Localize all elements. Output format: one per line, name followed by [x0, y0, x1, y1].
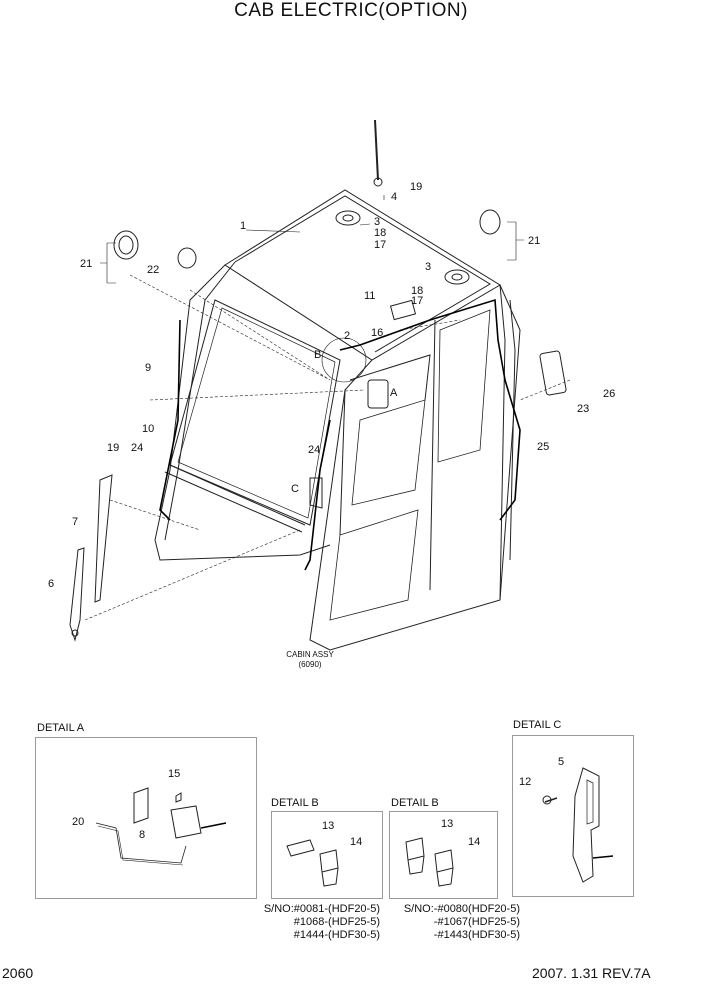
callout-9: 9	[145, 362, 152, 374]
callout-24a: 24	[131, 442, 144, 454]
callout-22: 22	[147, 264, 160, 276]
detail-c-callout-12: 12	[519, 776, 532, 788]
callout-10: 10	[142, 423, 155, 435]
callout-3b: 3	[425, 261, 432, 273]
revision-stamp: 2007. 1.31 REV.7A	[532, 965, 651, 981]
detail-a-callout-8: 8	[139, 829, 146, 841]
detail-c-drawing	[542, 767, 614, 883]
detail-b1-callout-14: 14	[350, 836, 363, 848]
callout-21b: 21	[528, 235, 541, 247]
speaker-left	[335, 210, 361, 226]
detail-c-box	[512, 735, 634, 897]
page-title: CAB ELECTRIC(OPTION)	[234, 0, 468, 21]
detail-b2-callout-14: 14	[468, 836, 481, 848]
detail-b1-serials: S/NO:#0081-(HDF20-5) #1068-(HDF25-5) #14…	[248, 903, 380, 942]
callout-11: 11	[364, 290, 376, 302]
side-lamp	[177, 247, 197, 269]
callout-17b: 17	[411, 295, 424, 307]
detail-b2-serials: S/NO:-#0080(HDF20-5) -#1067(HDF25-5) -#1…	[386, 903, 520, 942]
detail-b1-serial-3: #1444-(HDF30-5)	[293, 929, 380, 941]
wiper-blade	[94, 474, 113, 603]
callout-18b: 18	[411, 285, 424, 297]
cab-roof	[224, 189, 501, 361]
detail-c-title: DETAIL C	[513, 719, 562, 731]
detail-a-drawing	[95, 787, 227, 866]
detail-b1-callout-13: 13	[322, 820, 335, 832]
dome-lamp	[389, 299, 417, 321]
detail-b2-serial-1: S/NO:-#0080(HDF20-5)	[403, 903, 520, 915]
detail-b1-drawing	[286, 839, 339, 887]
callout-23: 23	[577, 403, 590, 415]
callout-2: 2	[344, 330, 351, 342]
cab-left-window	[169, 299, 341, 526]
callout-19a: 19	[410, 181, 423, 193]
callout-4: 4	[391, 191, 398, 203]
callout-6: 6	[48, 578, 55, 590]
detail-b2-title: DETAIL B	[391, 797, 439, 809]
detail-b2-callout-13: 13	[441, 818, 454, 830]
antenna	[374, 119, 379, 181]
speaker-right	[444, 269, 470, 285]
detail-ref-b: B	[314, 349, 322, 361]
callout-3a: 3	[374, 216, 381, 228]
cab-exploded-diagram	[69, 119, 571, 651]
detail-ref-c: C	[291, 483, 299, 495]
callout-18a: 18	[374, 227, 387, 239]
callout-19b: 19	[107, 442, 120, 454]
callout-16: 16	[371, 327, 384, 339]
detail-a-callout-20: 20	[72, 816, 85, 828]
callout-24b: 24	[308, 444, 321, 456]
cabin-caption: CABIN ASSY (6090)	[270, 650, 350, 670]
detail-b1-box	[271, 811, 383, 899]
detail-b2-box	[389, 811, 498, 899]
page-number: 2060	[2, 965, 34, 981]
callout-17a: 17	[374, 239, 387, 251]
detail-b2-drawing	[405, 837, 454, 887]
callout-26: 26	[603, 388, 616, 400]
detail-b1-title: DETAIL B	[271, 797, 319, 809]
work-lamp-left	[113, 230, 139, 260]
detail-a-title: DETAIL A	[37, 722, 85, 734]
callout-21a: 21	[80, 258, 93, 270]
callout-1: 1	[240, 220, 247, 232]
work-lamp-right	[479, 209, 501, 235]
detail-a-callout-15: 15	[168, 768, 181, 780]
rear-lamp	[539, 350, 567, 396]
cabin-caption-line1: CABIN ASSY	[286, 650, 334, 659]
detail-b1-serial-1: S/NO:#0081-(HDF20-5)	[263, 903, 380, 915]
detail-b1-serial-2: #1068-(HDF25-5)	[293, 916, 380, 928]
callout-25: 25	[537, 441, 550, 453]
callout-7: 7	[72, 516, 79, 528]
cab-front-frame	[154, 264, 331, 561]
cabin-caption-line2: (6090)	[298, 660, 322, 669]
detail-b2-serial-2: -#1067(HDF25-5)	[433, 916, 520, 928]
detail-c-callout-5: 5	[558, 756, 565, 768]
wiper-arm	[69, 547, 85, 642]
detail-b2-serial-3: -#1443(HDF30-5)	[433, 929, 520, 941]
wire-harness	[339, 298, 521, 521]
detail-ref-a: A	[390, 387, 398, 399]
detail-a-box	[35, 737, 257, 899]
